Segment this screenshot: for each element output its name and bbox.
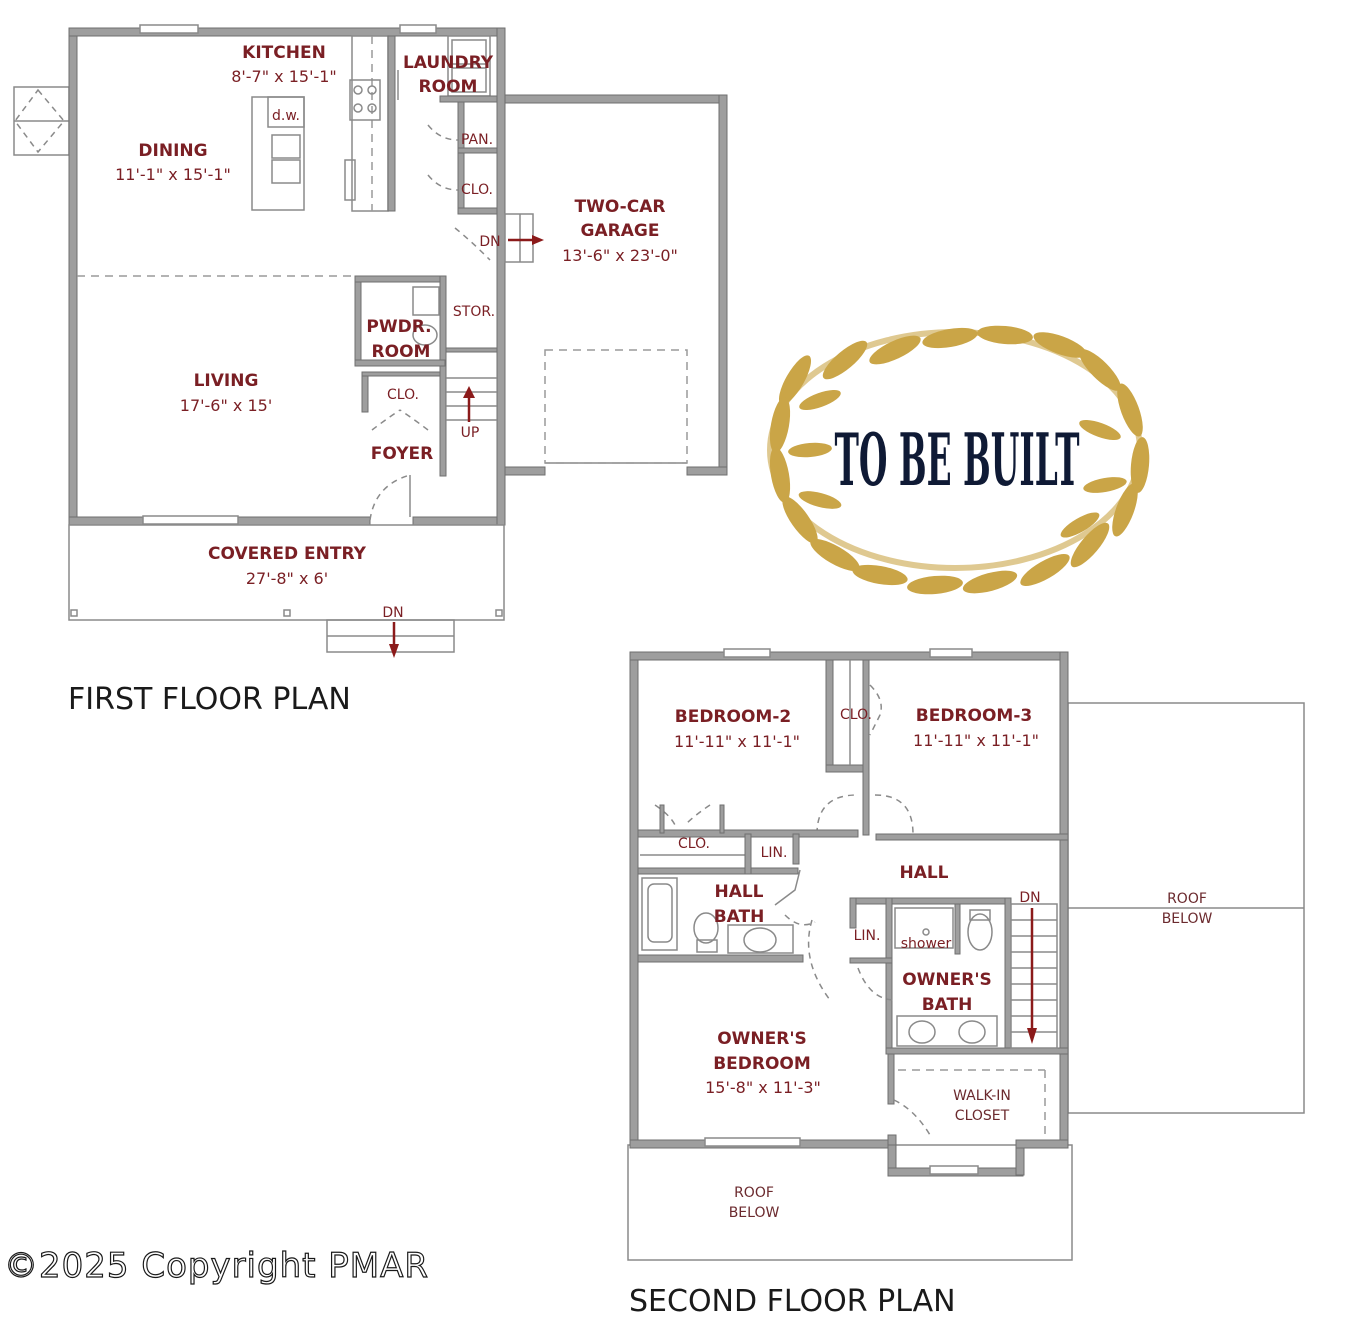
laundry-label-1: LAUNDRY [403,53,494,73]
right-arrow-icon [532,235,544,245]
owners-bedroom-dims: 15'-8" x 11'-3" [705,1078,821,1097]
dining-dims: 11'-1" x 15'-1" [115,165,231,184]
shower-label: shower [901,936,952,952]
storage-label: STOR. [453,304,495,320]
owners-bedroom-label-1: OWNER'S [717,1029,807,1049]
covered-entry-outline [68,524,505,621]
garage-label-1: TWO-CAR [575,197,666,217]
hall-bath-label-1: HALL [714,882,763,902]
garage-label-2: GARAGE [581,221,660,241]
powder-label-1: PWDR. [366,317,431,337]
closet-label-upper: CLO. [461,182,493,198]
living-dims: 17'-6" x 15' [180,396,272,415]
kitchen-label: KITCHEN [242,43,326,63]
closet-label-bedroom3: CLO. [840,707,872,723]
pantry-label: PAN. [461,132,493,148]
laurel-wreath-icon [767,325,1150,595]
stairs-down-arrow-icon [1027,1028,1037,1044]
bedroom2-label: BEDROOM-2 [675,707,791,727]
roof-bottom-label-1: ROOF [734,1185,774,1201]
bedroom3-dims: 11'-11" x 11'-1" [913,731,1039,750]
second-floor-title: SECOND FLOOR PLAN [629,1284,956,1319]
to-be-built-text: TO BE BUILT [835,417,1080,502]
roof-bottom-label-2: BELOW [729,1205,780,1221]
owners-bath-label-2: BATH [922,995,973,1015]
garage-stairs-label: DN [479,234,500,250]
covered-entry-dims: 27'-8" x 6' [246,569,328,588]
covered-entry-label: COVERED ENTRY [208,544,367,564]
laundry-label-2: ROOM [419,77,478,97]
closet-label-foyer: CLO. [387,387,419,403]
second-floor-stairs [1010,903,1058,1049]
linen-label-hall: LIN. [761,845,788,861]
first-floor-title: FIRST FLOOR PLAN [68,682,351,717]
bedroom3-label: BEDROOM-3 [916,706,1032,726]
roof-right-label-1: ROOF [1167,891,1207,907]
foyer-label: FOYER [371,444,433,464]
stairs-down-label: DN [1019,890,1040,906]
copyright-watermark: ©2025 Copyright PMAR [3,1245,429,1286]
up-arrow-icon [463,386,475,398]
roof-right-label-2: BELOW [1162,911,1213,927]
stairs-up-label: UP [461,425,480,441]
powder-label-2: ROOM [372,342,431,362]
closet-label-bedroom2: CLO. [678,836,710,852]
down-arrow-icon [389,644,399,658]
hall-bath-label-2: BATH [714,907,765,927]
walk-in-closet-label-2: CLOSET [955,1108,1010,1124]
dishwasher-label: d.w. [272,108,300,124]
living-label: LIVING [194,371,259,391]
hall-label: HALL [899,863,948,883]
owners-bath-label-1: OWNER'S [902,970,992,990]
entry-stairs-label: DN [382,605,403,621]
linen-label-owner: LIN. [854,928,881,944]
dining-label: DINING [138,141,207,161]
walk-in-closet-label-1: WALK-IN [953,1088,1011,1104]
bay-window [13,86,70,156]
first-floor-stairs [446,377,497,422]
bedroom2-dims: 11'-11" x 11'-1" [674,732,800,751]
garage-dims: 13'-6" x 23'-0" [562,246,678,265]
to-be-built-badge: TO BE BUILT [767,325,1150,595]
second-floor-plan: BEDROOM-2 11'-11" x 11'-1" BEDROOM-3 11'… [627,648,1305,1319]
owners-bedroom-label-2: BEDROOM [713,1054,811,1074]
kitchen-dims: 8'-7" x 15'-1" [231,67,337,86]
first-floor-plan: KITCHEN 8'-7" x 15'-1" LAUNDRY ROOM d.w.… [13,24,728,717]
